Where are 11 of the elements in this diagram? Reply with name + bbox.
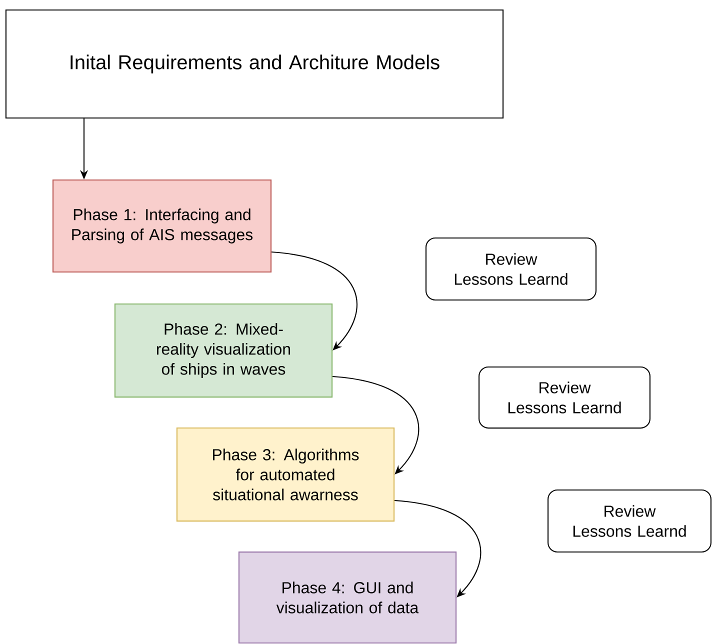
arrow bbox=[332, 376, 420, 474]
requirements-box: Inital Requirements and Architure Models bbox=[5, 9, 504, 119]
phase-box: Phase 1: Interfacing and Parsing of AIS messages bbox=[52, 179, 272, 273]
phase-box: Phase 2: Mixed-reality visualization of ships in waves bbox=[114, 303, 333, 398]
phase-box: Phase 4: GUI and visualization of data bbox=[238, 552, 457, 644]
review-box: Review Lessons Learnd bbox=[478, 366, 650, 429]
review-box: Review Lessons Learnd bbox=[425, 237, 597, 301]
arrow bbox=[271, 251, 358, 350]
phase-box: Phase 3: Algorithms for automated situational awarness bbox=[176, 427, 395, 522]
review-box: Review Lessons Learnd bbox=[548, 489, 712, 553]
arrow bbox=[394, 500, 482, 598]
